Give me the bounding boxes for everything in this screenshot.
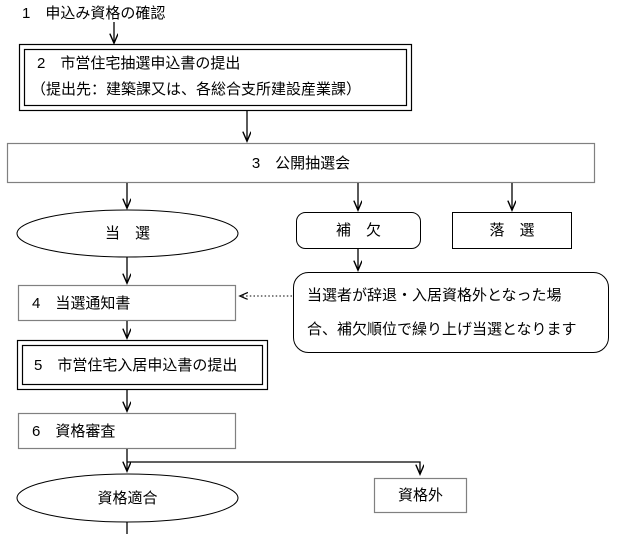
result-reserve-box [296, 212, 421, 249]
step-4-label: 4 当選通知書 [32, 295, 130, 312]
result-reserve-label: 補 欠 [336, 222, 381, 239]
step-3-label: 3 公開抽選会 [252, 155, 350, 172]
result-qualified-label: 資格適合 [97, 489, 157, 507]
step-2-label-line1: 2 市営住宅抽選申込書の提出 [37, 55, 240, 72]
step-1-label: 1 申込み資格の確認 [22, 5, 165, 22]
result-win-label: 当 選 [105, 225, 150, 242]
step-4-box [17, 284, 237, 322]
step-2-box-inner [23, 48, 408, 107]
step-3-box [6, 142, 596, 184]
step-2-label-line2: （提出先：建築課又は、各総合支所建設産業課） [31, 80, 361, 98]
result-lose-box [452, 212, 572, 249]
step-5-box-inner [21, 344, 264, 386]
step-6-label: 6 資格審査 [32, 423, 115, 440]
result-unqualified-box [373, 477, 468, 514]
connector-step6-to-unqualified [127, 461, 420, 474]
note-label-line2: 合、補欠順位で繰り上げ当選となります [307, 321, 577, 338]
result-unqualified-label: 資格外 [398, 487, 443, 504]
result-lose-label: 落 選 [489, 222, 534, 239]
note-box [293, 272, 609, 353]
note-label-line1: 当選者が辞退・入居資格外となった場 [307, 287, 562, 304]
step-6-box [17, 412, 237, 450]
step-5-label: 5 市営住宅入居申込書の提出 [34, 357, 237, 374]
